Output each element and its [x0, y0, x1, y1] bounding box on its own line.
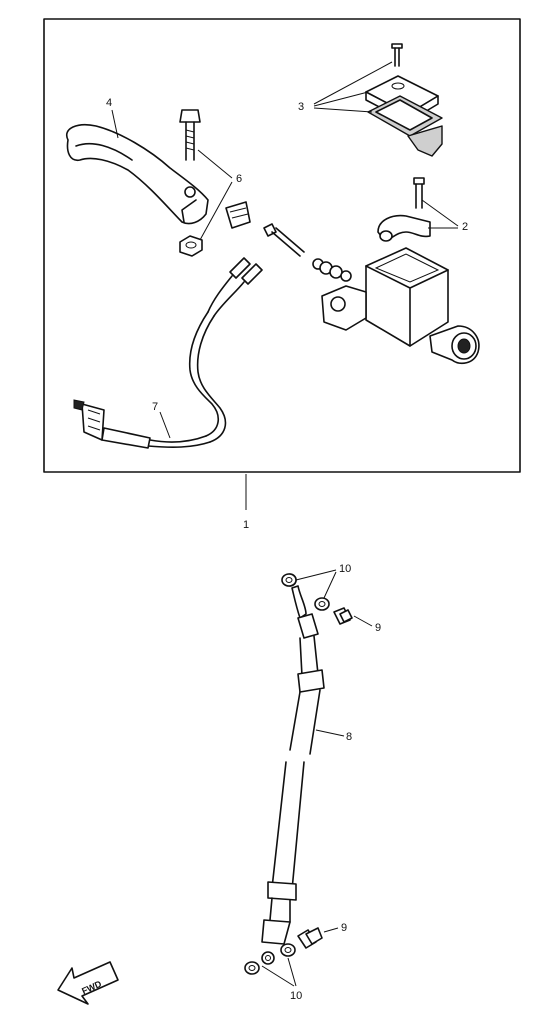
callout-10-lower: 10: [290, 990, 302, 1002]
leader-10a-2: [323, 571, 337, 599]
clamp-screw: [413, 177, 425, 209]
forward-arrow-icon: FWD: [57, 961, 119, 1005]
leader-6b: [199, 181, 233, 241]
callout-9-lower: 9: [341, 922, 347, 934]
callout-6: 6: [236, 173, 242, 185]
piston-kit: [312, 258, 352, 282]
master-cylinder-body: [321, 247, 480, 365]
push-rod: [263, 223, 305, 257]
callout-10-upper: 10: [339, 563, 351, 575]
lower-washer-b: [280, 943, 296, 957]
callout-7: 7: [152, 401, 158, 413]
clutch-hose: [261, 573, 325, 965]
callout-8: 8: [346, 731, 352, 743]
callout-2: 2: [462, 221, 468, 233]
callout-9-upper: 9: [375, 622, 381, 634]
leader-3b: [313, 91, 369, 107]
leader-2a: [421, 199, 459, 227]
leader-6a: [197, 149, 233, 179]
lever-collar: [225, 201, 251, 229]
clutch-switch: [73, 257, 263, 449]
reservoir-diaphragm: [367, 95, 443, 157]
leader-3a: [313, 61, 393, 105]
leader-8: [315, 729, 345, 737]
reservoir-cap-screw: [391, 43, 403, 67]
leader-10b-1: [261, 965, 295, 987]
leader-4: [111, 109, 119, 139]
leader-10a-1: [295, 569, 337, 581]
callout-4: 4: [106, 97, 112, 109]
upper-union-bolt: [333, 607, 353, 625]
leader-7: [159, 411, 171, 439]
callout-3: 3: [298, 101, 304, 113]
leader-9b: [323, 927, 339, 933]
master-cylinder-holder: [377, 214, 431, 242]
clutch-lever: [65, 124, 209, 225]
pivot-nut: [179, 235, 203, 257]
lower-union-bolt: [297, 927, 323, 949]
upper-washer-b: [314, 597, 330, 611]
leader-9a: [353, 615, 373, 627]
pivot-bolt: [179, 109, 201, 161]
callout-1: 1: [243, 519, 249, 531]
upper-washer-a: [281, 573, 297, 587]
leader-3c: [313, 107, 373, 113]
leader-10b-2: [287, 957, 297, 987]
lower-washer-a: [244, 961, 260, 975]
assembly-box: [43, 18, 521, 473]
